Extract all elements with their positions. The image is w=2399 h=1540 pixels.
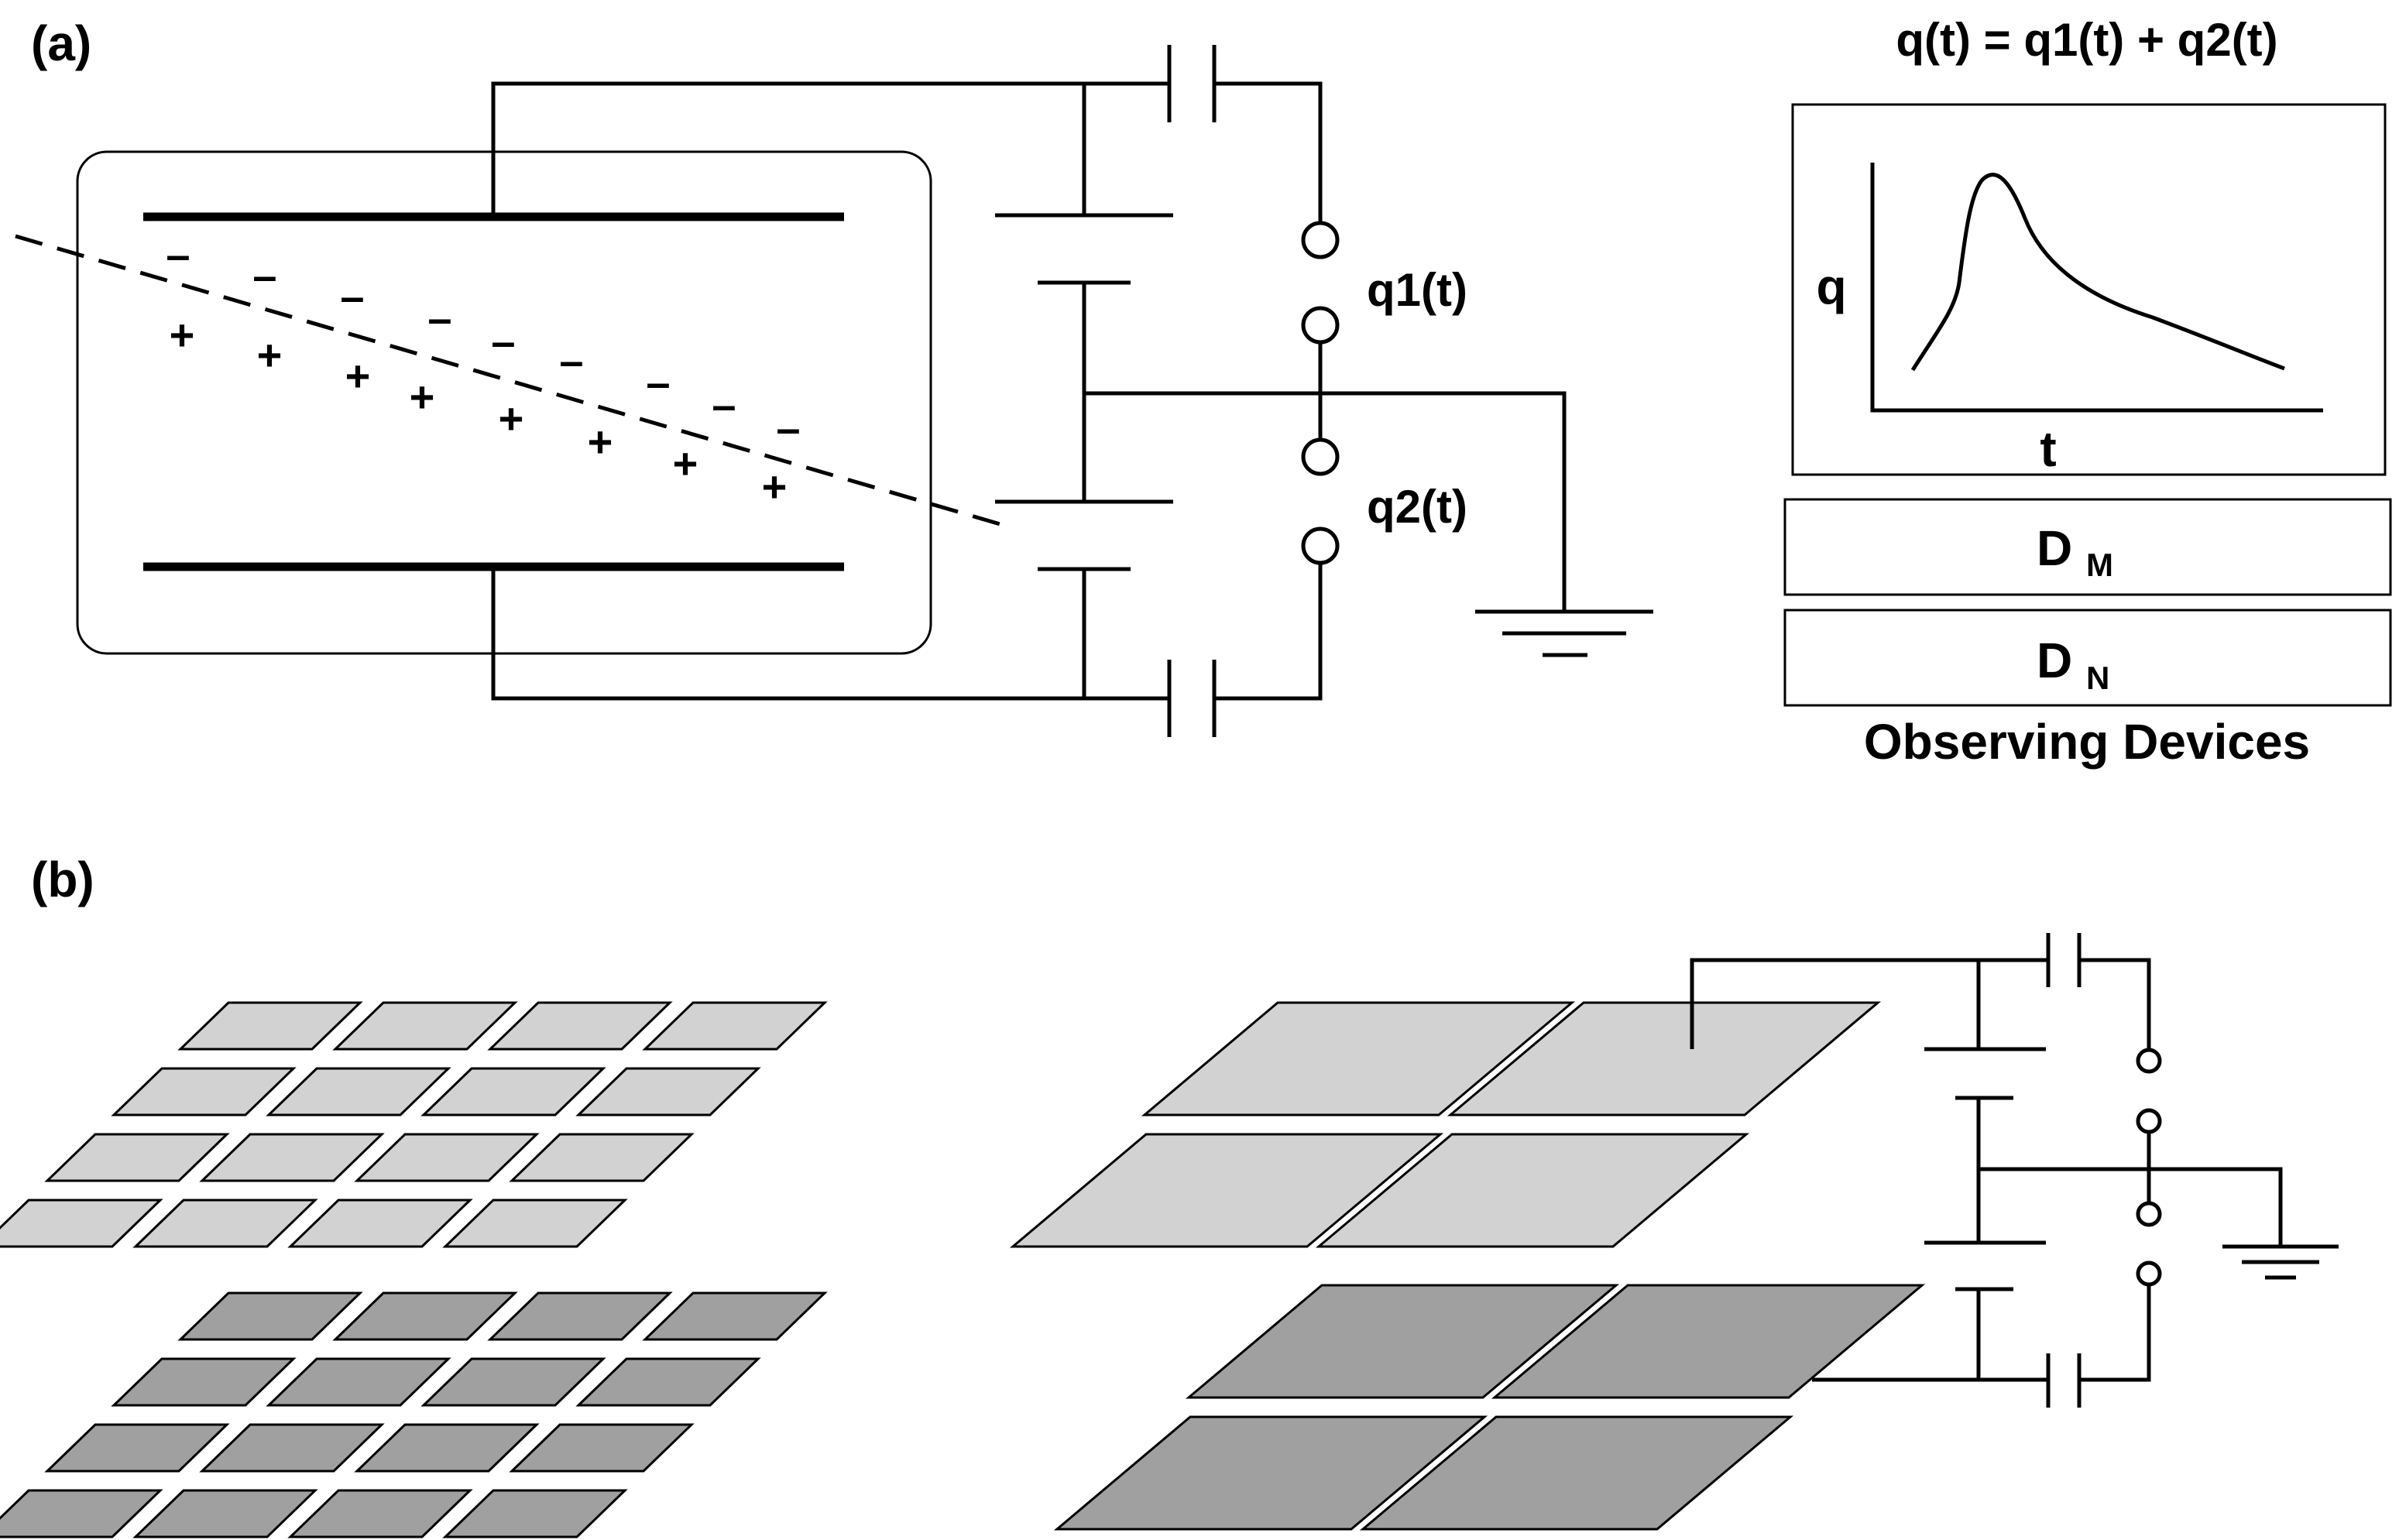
q2-label: q2(t) bbox=[1367, 481, 1467, 533]
pad-tile bbox=[509, 1133, 695, 1182]
readout-circuit: q1(t) q2(t) bbox=[491, 45, 1653, 737]
pad-tile bbox=[287, 1489, 473, 1538]
pad-tile bbox=[420, 1067, 606, 1116]
pad-tile bbox=[44, 1133, 230, 1182]
pad-tile bbox=[442, 1489, 628, 1538]
negative-charge: – bbox=[712, 380, 736, 429]
pad-tile bbox=[111, 1067, 297, 1116]
pad-tile bbox=[1185, 1284, 1620, 1399]
positive-charge: + bbox=[673, 439, 698, 488]
detector-chamber bbox=[76, 150, 932, 655]
pad-tile bbox=[1447, 1001, 1882, 1116]
observing-devices: q(t) = q1(t) + q2(t) q t D M D N Observi… bbox=[1783, 14, 2392, 770]
pad-tile bbox=[575, 1357, 761, 1407]
pad-readout-circuit bbox=[1690, 933, 2339, 1408]
pad-tile bbox=[332, 1291, 518, 1341]
pad-tile bbox=[199, 1133, 385, 1182]
terminal bbox=[2136, 1108, 2162, 1134]
pad-tile bbox=[266, 1067, 451, 1116]
pad-tile bbox=[266, 1357, 451, 1407]
negative-charge: – bbox=[646, 358, 670, 406]
terminal bbox=[2136, 1201, 2162, 1227]
pad-tile bbox=[1141, 1001, 1576, 1116]
positive-charges: + + + + + + + + bbox=[170, 310, 788, 511]
terminal-q2-top bbox=[1301, 437, 1340, 476]
pad-tile bbox=[132, 1489, 318, 1538]
pad-tile bbox=[487, 1001, 673, 1051]
pad-tile bbox=[287, 1199, 473, 1248]
signal-graph-frame bbox=[1791, 103, 2387, 476]
bottom-wire bbox=[491, 567, 1169, 701]
q1-label: q1(t) bbox=[1367, 264, 1467, 316]
top-wire bbox=[491, 81, 1084, 217]
panel-a: (a) – – – – – – – – – + + + + + + + + bbox=[15, 14, 2392, 770]
enlarged-plane-light bbox=[1009, 960, 1882, 1248]
negative-charges: – – – – – – – – – bbox=[166, 230, 800, 452]
terminal bbox=[2136, 1260, 2162, 1287]
observing-devices-caption: Observing Devices bbox=[1864, 714, 2310, 770]
pad-tile bbox=[509, 1423, 695, 1473]
panel-a-label: (a) bbox=[31, 15, 91, 71]
positive-charge: + bbox=[588, 417, 613, 466]
terminal-q1-bottom bbox=[1301, 306, 1340, 345]
negative-charge: – bbox=[776, 403, 800, 452]
pad-tile bbox=[1053, 1415, 1488, 1531]
pad-tile bbox=[0, 1489, 163, 1538]
pad-tile bbox=[354, 1423, 540, 1473]
positive-charge: + bbox=[345, 352, 371, 400]
positive-charge: + bbox=[410, 372, 435, 421]
charge-pulse-curve bbox=[1910, 173, 2285, 372]
graph-x-label: t bbox=[2040, 421, 2056, 477]
pad-tile bbox=[1359, 1415, 1794, 1531]
summed-charge-formula: q(t) = q1(t) + q2(t) bbox=[1896, 14, 2277, 66]
pad-tile bbox=[132, 1199, 318, 1248]
panel-b-label: (b) bbox=[31, 852, 94, 907]
pad-tile bbox=[1491, 1284, 1926, 1399]
positive-charge: + bbox=[762, 462, 788, 511]
positive-charge: + bbox=[499, 394, 524, 443]
pad-tile bbox=[332, 1001, 518, 1051]
terminal bbox=[2136, 1048, 2162, 1074]
pad-tile bbox=[420, 1357, 606, 1407]
pad-tile bbox=[354, 1133, 540, 1182]
pad-tile bbox=[199, 1423, 385, 1473]
segmented-plane-dark bbox=[0, 1291, 828, 1538]
pad-tile bbox=[44, 1423, 230, 1473]
pad-tile bbox=[575, 1067, 761, 1116]
pad-tile bbox=[487, 1291, 673, 1341]
graph-axes bbox=[1870, 163, 2323, 413]
pad-tile bbox=[177, 1001, 363, 1051]
device-m-subscript: M bbox=[2086, 547, 2113, 583]
positive-charge: + bbox=[257, 331, 283, 379]
pad-tile bbox=[642, 1291, 828, 1341]
device-m bbox=[1783, 498, 2392, 596]
particle-track bbox=[15, 234, 1004, 527]
panel-b: (b) bbox=[0, 852, 2339, 1538]
enlarged-plane-dark bbox=[1053, 1284, 1926, 1531]
pad-tile bbox=[1009, 1133, 1444, 1248]
graph-y-label: q bbox=[1816, 259, 1846, 314]
device-m-letter: D bbox=[2037, 520, 2072, 576]
pad-tile bbox=[642, 1001, 828, 1051]
negative-charge: – bbox=[252, 251, 276, 300]
device-n-subscript: N bbox=[2086, 660, 2109, 696]
terminal-q2-bottom bbox=[1301, 526, 1340, 565]
device-n-letter: D bbox=[2037, 633, 2072, 688]
segmented-plane-light bbox=[0, 1001, 828, 1248]
negative-charge: – bbox=[166, 230, 190, 279]
device-n bbox=[1783, 609, 2392, 707]
negative-charge: – bbox=[559, 336, 583, 385]
negative-charge: – bbox=[340, 272, 364, 321]
pad-tile bbox=[0, 1199, 163, 1248]
negative-charge: – bbox=[491, 317, 515, 365]
positive-charge: + bbox=[170, 310, 195, 359]
pad-tile bbox=[111, 1357, 297, 1407]
pad-tile bbox=[1315, 1133, 1750, 1248]
terminal-q1-top bbox=[1301, 221, 1340, 259]
pad-tile bbox=[177, 1291, 363, 1341]
negative-charge: – bbox=[427, 293, 451, 342]
pad-tile bbox=[442, 1199, 628, 1248]
